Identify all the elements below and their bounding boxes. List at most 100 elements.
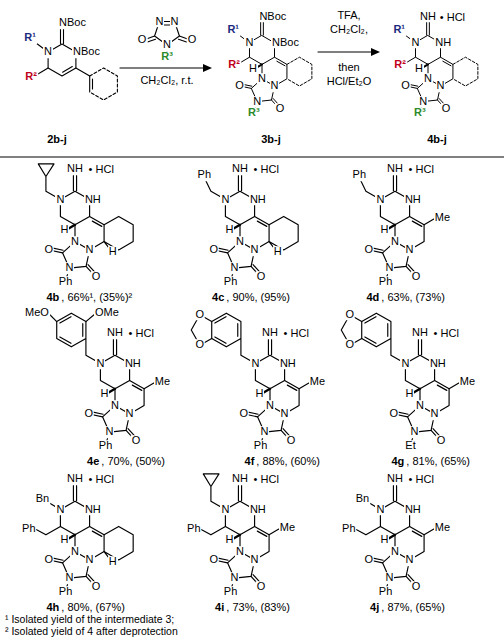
yield-text: , 70%, (50%) [100,457,166,469]
atom-label: N [220,194,230,206]
atom-label: N [85,244,95,256]
salt-label: • HCl [128,328,155,340]
atom-label: H [225,534,235,546]
atom-label: N [70,236,80,248]
atom-label: O [208,244,219,256]
atom-label: N [235,546,245,558]
atom-label: N [43,46,53,58]
atom-label: O [441,104,452,116]
atom-label: O [234,80,245,92]
r-group: R¹ [226,24,240,36]
atom-label: N [104,426,114,438]
atom-label: N [220,504,230,516]
salt-label: • HCl [88,474,115,486]
atom-label: Ph [352,170,367,182]
atom-label: MeO [24,307,50,319]
diene-structure [36,29,117,100]
atom-label: O [187,34,198,46]
yield-text: , 80%, (67%) [60,603,126,615]
yield-text: , 73%, (83%) [225,603,291,615]
atom-label: Ph [341,523,356,535]
condition-text: CH₂Cl₂, [329,24,369,36]
atom-label: N [252,96,262,108]
atom-label: N [400,358,410,370]
condition-text: HCl/Et₂O [326,76,373,88]
atom-label: NH [249,504,267,516]
atom-label: H [60,224,70,236]
salt-label: • HCl [408,164,435,176]
salt-label: • HCl [253,164,280,176]
atom-label: O [388,408,399,420]
atom-label: Me [279,522,296,534]
atom-label: O [411,272,422,284]
compound-number: 4g [390,457,405,469]
footnote: ¹ Isolated yield of the intermediate 3; [4,614,175,625]
atom-label: NBoc [72,46,101,58]
atom-label: N [375,194,385,206]
atom-label: O [83,408,94,420]
compound-number: 4d [365,293,380,305]
r-group: R¹ [392,24,406,36]
atom-label: N [55,194,65,206]
salt-label: • HCl [439,12,466,24]
atom-label: N [409,426,419,438]
atom-label: NBoc [258,11,287,23]
atom-label: NH [66,163,84,175]
atom-label: N [162,39,172,51]
condition-text: CH₂Cl₂, r.t. [139,75,194,87]
compound-structure [191,313,309,441]
atom-label: Ph [197,170,212,182]
compound-number: 4c [211,293,225,305]
atom-label: NH [386,163,404,175]
salt-label: • HCl [283,328,310,340]
atom-label: N [110,400,120,412]
atom-label: H [60,534,70,546]
atom-label: NH [84,504,102,516]
r-group: R³ [413,107,427,119]
atom-label: NH [279,358,297,370]
atom-label: NH [106,327,124,339]
compound-number: 4i [214,603,225,615]
atom-label: O [195,339,206,351]
atom-label: NBoc [58,17,87,29]
compound-structure [205,175,298,277]
atom-label: Me [309,376,326,388]
atom-label: NH [84,194,102,206]
atom-label: Ph [58,276,73,288]
compound-number: 4j [369,603,380,615]
atom-label: N [154,16,164,28]
atom-label: Ph [186,523,201,535]
atom-label: O [411,582,422,594]
atom-label: O [400,80,411,92]
atom-label: Me [434,522,451,534]
atom-label: O [286,436,297,448]
atom-label: N [250,244,260,256]
compound-number: 4b-j [426,134,448,146]
atom-label: O [238,408,249,420]
atom-label: N [270,80,280,92]
atom-label: NH [404,194,422,206]
compound-structure [360,175,434,277]
yield-text: , 88%, (60%) [255,457,321,469]
atom-label: O [436,436,447,448]
atom-label: H [380,224,390,236]
atom-label: O [363,554,374,566]
atom-label: N [55,504,65,516]
atom-label: NH [249,194,267,206]
atom-label: N [245,37,255,49]
atom-label: N [64,572,74,584]
atom-label: Ph [378,276,393,288]
compound-number: 3b-j [260,134,282,146]
atom-label: N [259,426,269,438]
yield-text: , 90%, (95%) [225,293,291,305]
atom-label: NH [124,358,142,370]
atom-label: H [108,556,118,568]
compound-structure [38,164,133,277]
atom-label: NBoc [271,37,300,49]
atom-label: N [70,546,80,558]
atom-label: NH [231,163,249,175]
atom-label: O [256,272,267,284]
atom-label: Bn [35,493,50,505]
atom-label: Ph [378,586,393,598]
compound-number: 4e [86,457,100,469]
